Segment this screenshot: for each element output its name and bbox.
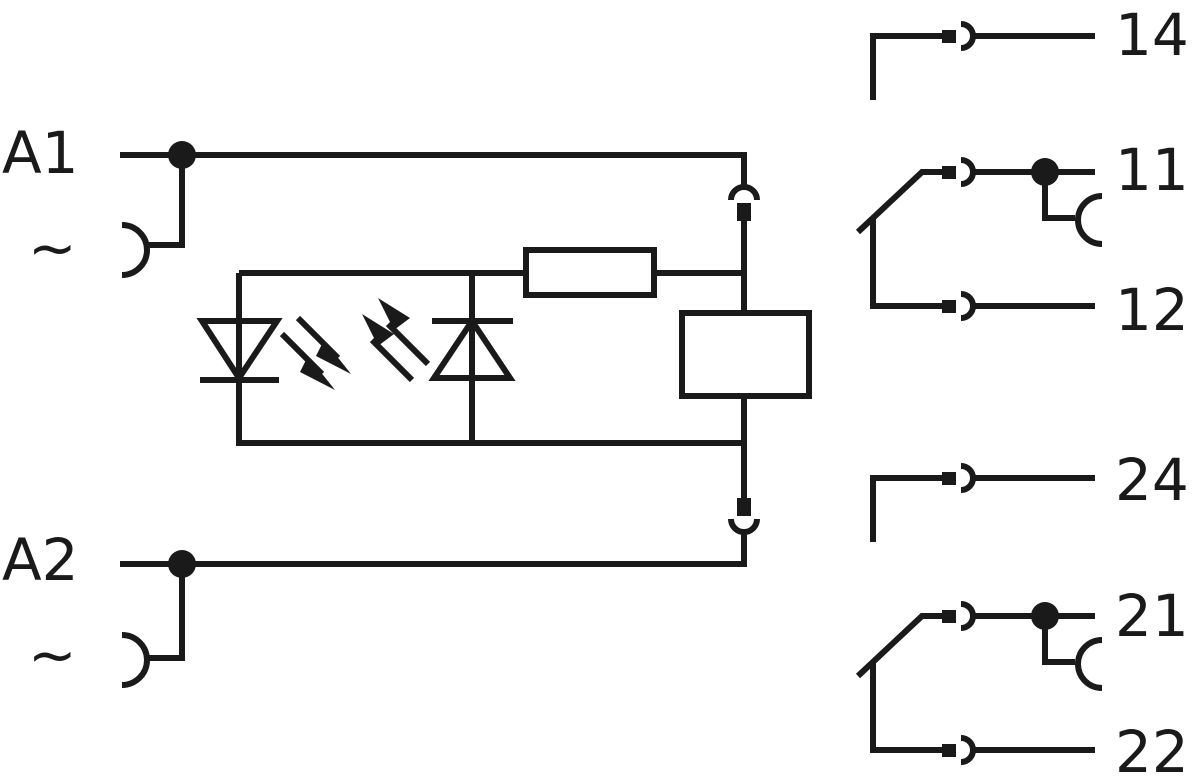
freewheel-diode-triangle xyxy=(428,315,516,381)
contact-set-1: 14 11 12 xyxy=(855,1,1189,344)
contact-22-socket xyxy=(960,735,976,765)
contact-14-label: 14 xyxy=(1115,1,1189,69)
a1-junction-dot xyxy=(168,141,196,169)
contact-14-pin xyxy=(942,30,956,43)
contact-24-pin xyxy=(942,472,956,485)
contact-11-wire xyxy=(855,169,1095,235)
contact-21-pin xyxy=(942,610,956,623)
led-diode-triangle xyxy=(196,318,283,384)
contact-21-junction-dot xyxy=(1031,602,1059,630)
contact-12-socket xyxy=(960,291,976,321)
terminal-a1-ac-symbol: ~ xyxy=(28,214,77,282)
contact-21-wire xyxy=(855,613,1095,679)
resistor-branch-wire xyxy=(239,270,747,500)
upper-socket-pin xyxy=(737,203,751,221)
a1-wire xyxy=(120,152,747,248)
series-resistor xyxy=(523,247,657,298)
contact-12-pin xyxy=(942,300,956,313)
contact-21-socket xyxy=(960,601,976,631)
terminal-a2-label: A2 xyxy=(2,526,79,594)
a1-plug-connector xyxy=(121,222,150,278)
contact-22-label: 22 xyxy=(1115,718,1189,777)
upper-socket-connector xyxy=(728,184,760,201)
contact-24-socket xyxy=(960,463,976,493)
terminal-a2-ac-symbol: ~ xyxy=(28,621,77,689)
contact-12-label: 12 xyxy=(1115,276,1189,344)
contact-21-label: 21 xyxy=(1115,582,1189,650)
contact-22-pin xyxy=(942,744,956,757)
contact-11-pin xyxy=(942,166,956,179)
contact-14-socket xyxy=(960,21,976,51)
a2-wire xyxy=(120,530,747,661)
contact-11-label: 11 xyxy=(1115,136,1189,204)
contact-11-junction-dot xyxy=(1031,158,1059,186)
terminal-a1-label: A1 xyxy=(2,119,79,187)
contact-24-label: 24 xyxy=(1115,446,1189,514)
contact-21-plug xyxy=(1075,637,1103,691)
a2-plug-connector xyxy=(121,632,150,688)
led-branch-wire xyxy=(236,273,744,446)
contact-24-wire xyxy=(870,475,1095,542)
lower-socket-pin xyxy=(737,498,751,516)
contact-22-wire xyxy=(870,662,1095,753)
contact-11-socket xyxy=(960,157,976,187)
coil-circuit: A1 ~ A2 ~ xyxy=(2,119,812,689)
contact-11-plug xyxy=(1075,193,1103,247)
contact-12-wire xyxy=(870,218,1095,309)
contact-14-wire xyxy=(870,33,1095,100)
relay-coil xyxy=(679,310,812,399)
led-emit-arrows-heads xyxy=(300,340,351,390)
photo-arrows-shafts xyxy=(369,321,431,383)
photo-arrows-heads xyxy=(362,298,410,346)
a2-junction-dot xyxy=(168,550,196,578)
contact-set-2: 24 21 22 xyxy=(855,446,1189,777)
